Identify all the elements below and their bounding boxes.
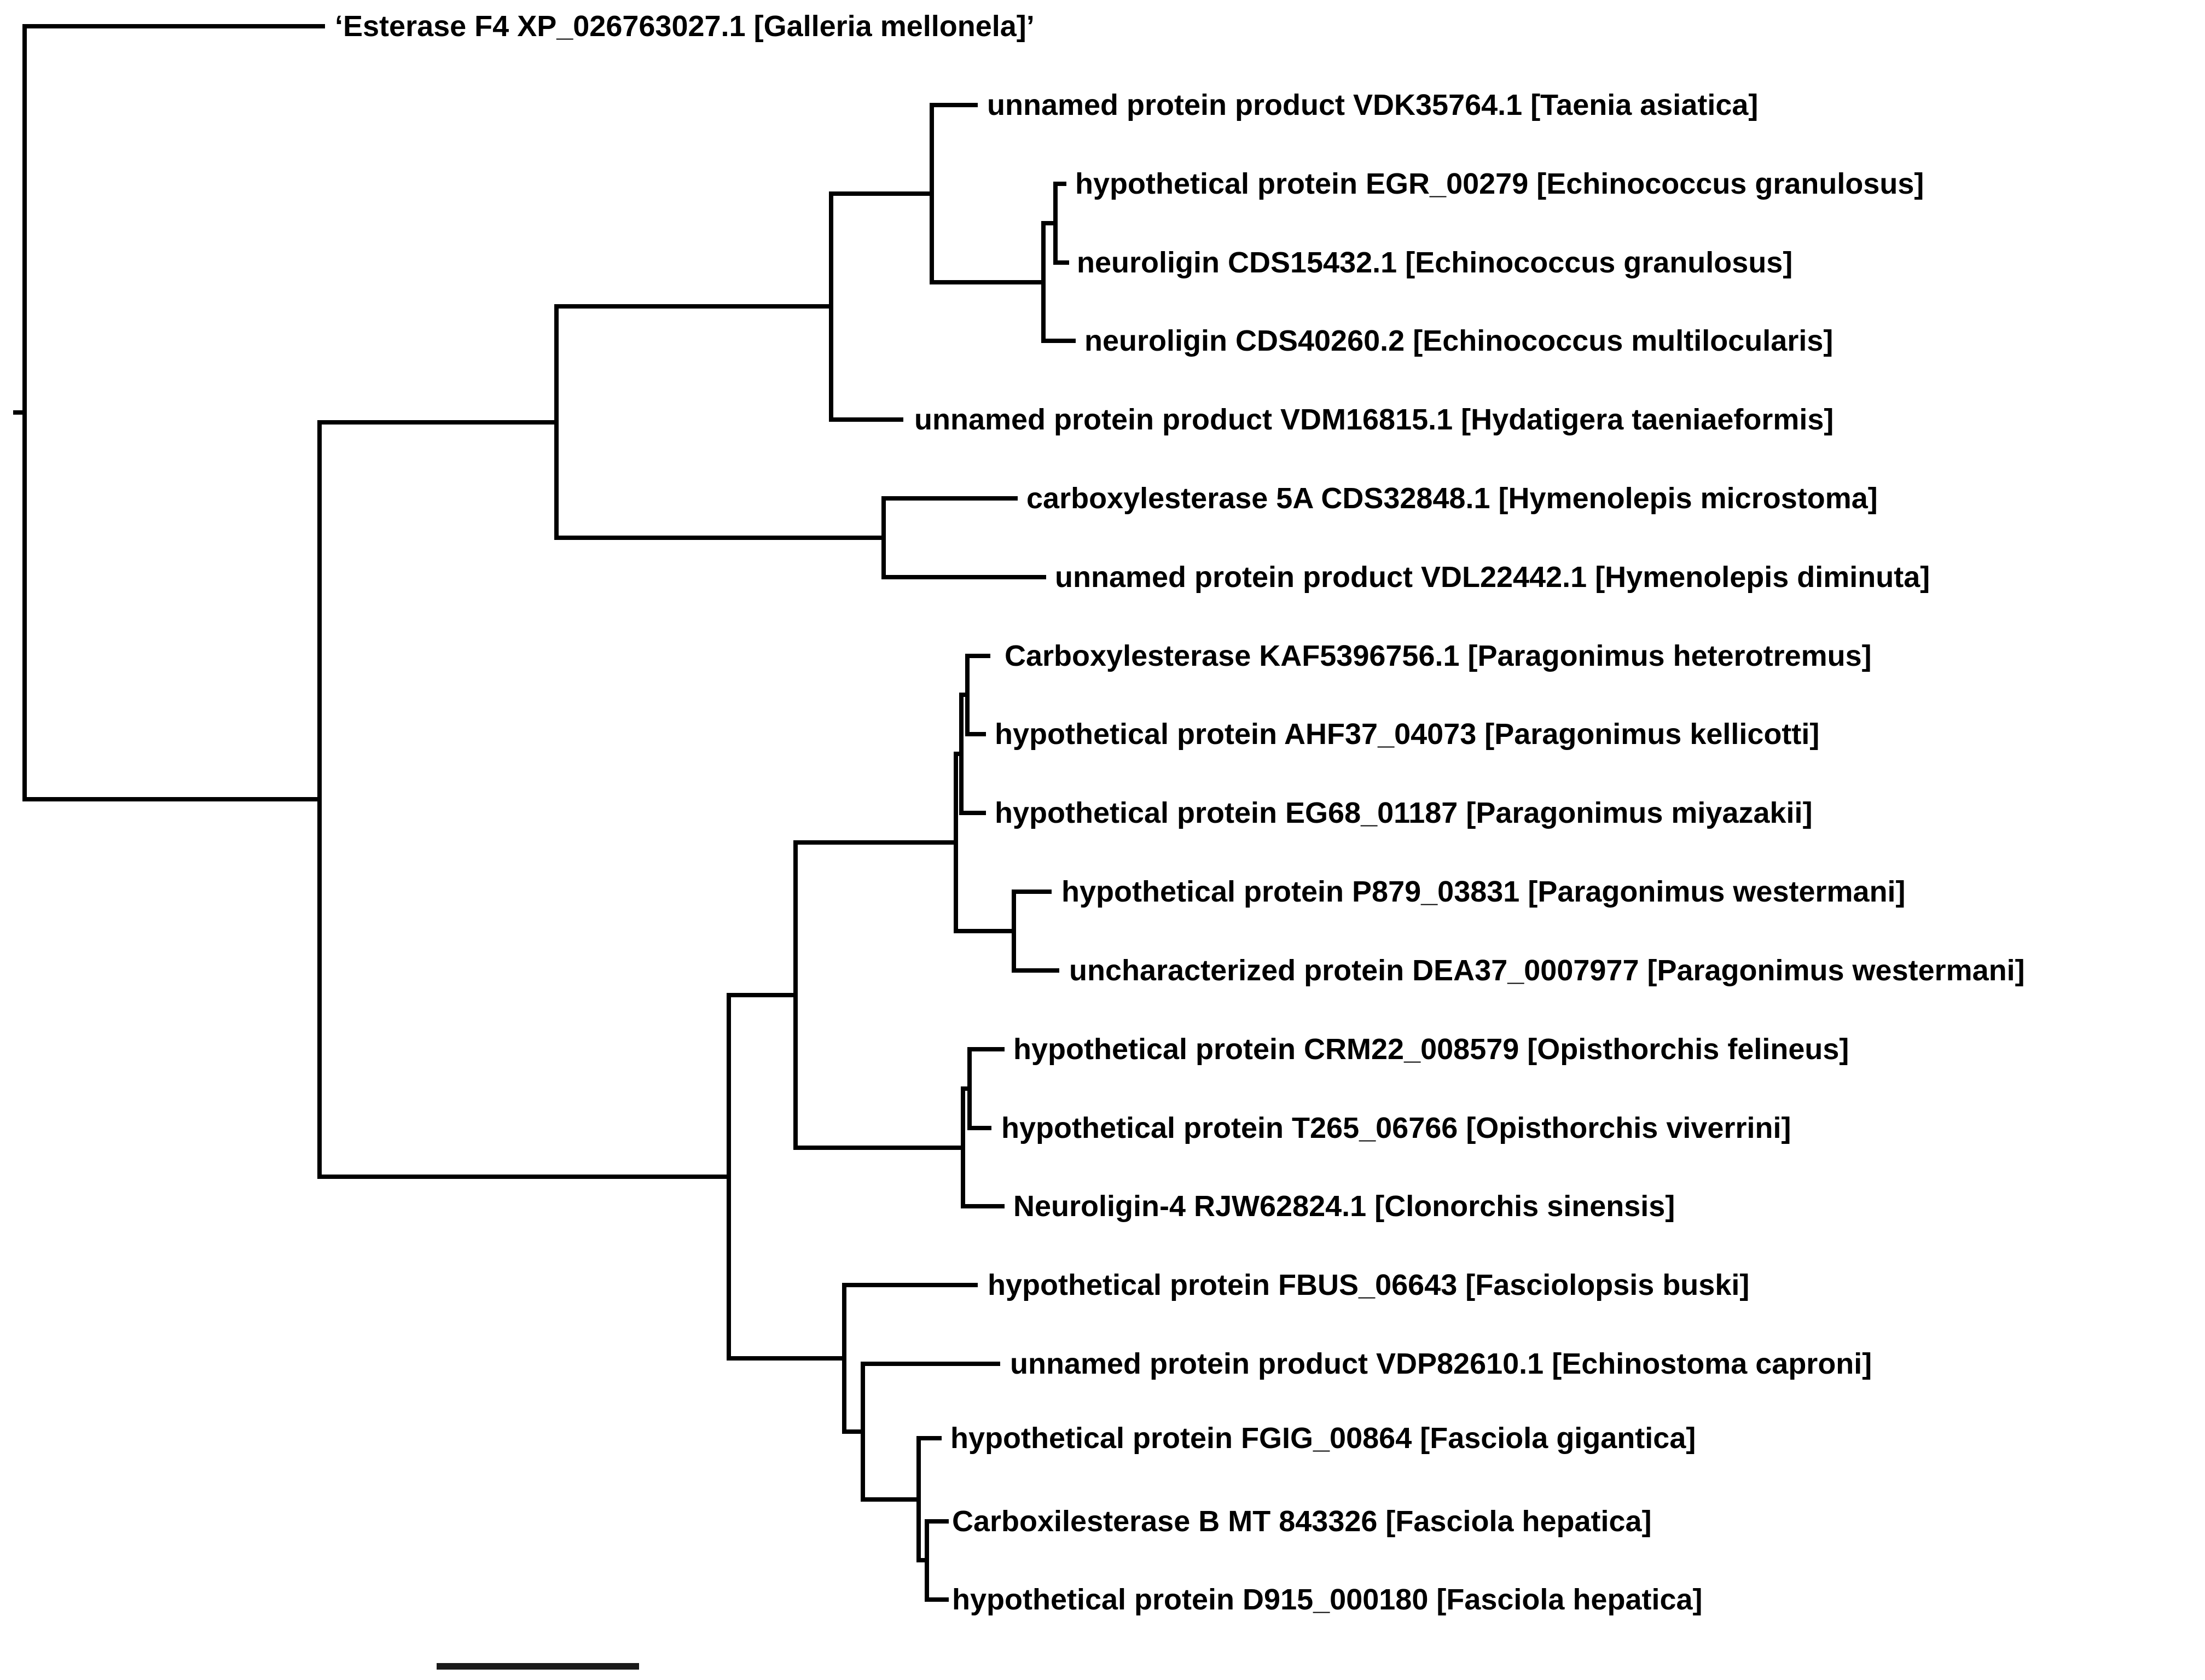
- taxon-label-16: Neuroligin-4 RJW62824.1 [Clonorchis sine…: [1013, 1190, 1675, 1223]
- taxon-label-19: hypothetical protein FGIG_00864 [Fasciol…: [950, 1422, 1696, 1455]
- tree-branches: [13, 24, 1076, 1602]
- taxon-label-21: hypothetical protein D915_000180 [Fascio…: [952, 1583, 1703, 1616]
- taxon-label-17: hypothetical protein FBUS_06643 [Fasciol…: [988, 1269, 1749, 1301]
- taxon-label-18: unnamed protein product VDP82610.1 [Echi…: [1010, 1347, 1872, 1380]
- taxon-label-3: hypothetical protein EGR_00279 [Echinoco…: [1075, 167, 1924, 200]
- taxon-label-6: unnamed protein product VDM16815.1 [Hyda…: [914, 403, 1833, 436]
- taxon-label-9: Carboxylesterase KAF5396756.1 [Paragonim…: [1005, 640, 1872, 672]
- taxon-label-4: neuroligin CDS15432.1 [Echinococcus gran…: [1077, 246, 1792, 279]
- taxon-label-7: carboxylesterase 5A CDS32848.1 [Hymenole…: [1026, 482, 1878, 515]
- taxon-label-10: hypothetical protein AHF37_04073 [Parago…: [995, 718, 1819, 751]
- taxon-label-1: ‘Esterase F4 XP_026763027.1 [Galleria me…: [335, 10, 1035, 43]
- taxon-label-11: hypothetical protein EG68_01187 [Paragon…: [995, 797, 1813, 829]
- taxon-label-20: Carboxilesterase B MT 843326 [Fasciola h…: [952, 1505, 1652, 1538]
- taxon-label-8: unnamed protein product VDL22442.1 [Hyme…: [1055, 561, 1930, 594]
- taxon-label-12: hypothetical protein P879_03831 [Paragon…: [1061, 875, 1906, 908]
- taxon-label-13: uncharacterized protein DEA37_0007977 [P…: [1069, 954, 2025, 987]
- taxon-label-15: hypothetical protein T265_06766 [Opistho…: [1001, 1112, 1791, 1144]
- taxon-label-2: unnamed protein product VDK35764.1 [Taen…: [987, 89, 1758, 121]
- taxon-labels: ‘Esterase F4 XP_026763027.1 [Galleria me…: [335, 10, 2025, 1616]
- taxon-label-14: hypothetical protein CRM22_008579 [Opist…: [1013, 1033, 1849, 1066]
- taxon-label-5: neuroligin CDS40260.2 [Echinococcus mult…: [1084, 324, 1833, 357]
